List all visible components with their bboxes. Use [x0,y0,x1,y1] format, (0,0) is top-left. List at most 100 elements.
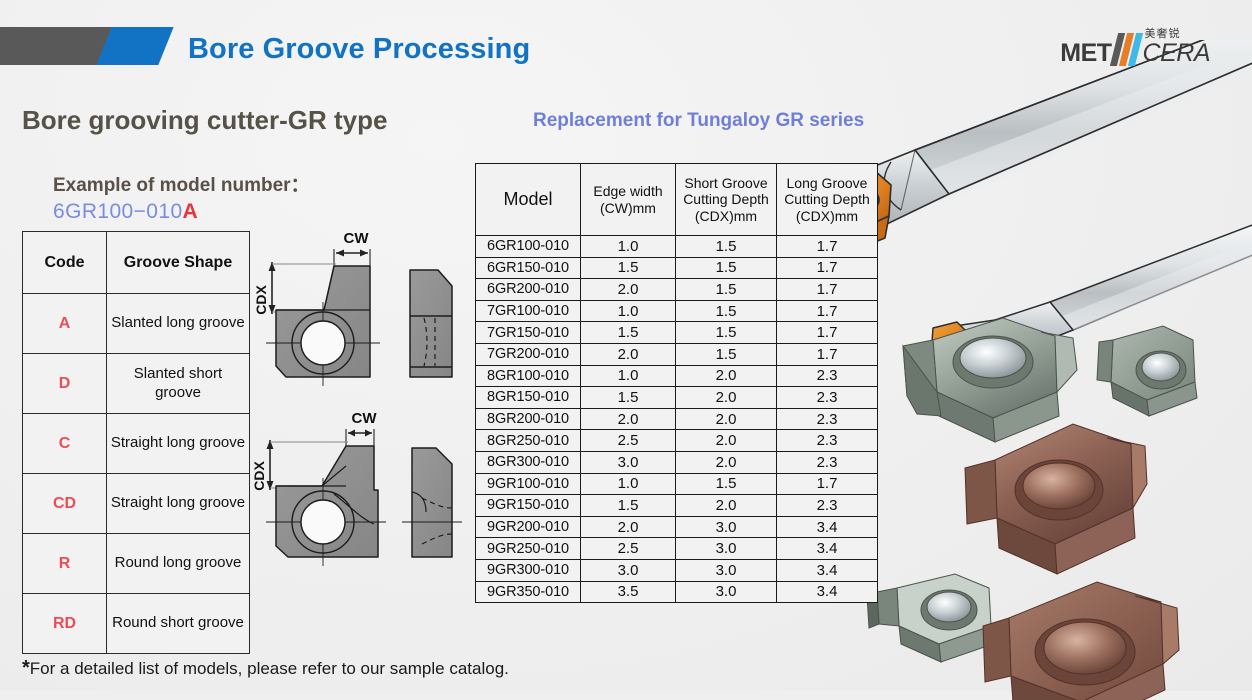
cell-model: 6GR100-010 [475,235,581,258]
cell-model: 7GR100-010 [475,299,581,323]
shape-value: Slanted long groove [106,293,250,354]
cell-long-depth: 3.4 [776,580,878,604]
cell-short-depth: 3.0 [675,537,777,560]
logo-slash-icon [1109,32,1143,66]
code-value: R [22,533,107,594]
code-value: D [22,353,107,414]
cell-short-depth: 1.5 [675,472,777,496]
spec-header-edge-width: Edge width (CW)mm [580,163,676,236]
code-value: CD [22,473,107,534]
cell-short-depth: 1.5 [675,278,777,301]
cell-edge-width: 1.0 [580,472,676,496]
cell-long-depth: 1.7 [776,235,878,258]
shape-value: Round short groove [106,593,250,654]
shape-value: Slanted short groove [106,353,250,414]
section-subtitle: Bore grooving cutter-GR type [22,105,388,135]
cell-model: 8GR150-010 [475,386,581,409]
cell-model: 6GR200-010 [475,278,581,301]
cell-edge-width: 1.0 [580,364,676,388]
code-table-header-code: Code [22,231,107,294]
cell-short-depth: 2.0 [675,494,777,517]
cell-long-depth: 2.3 [776,386,878,409]
cell-long-depth: 1.7 [776,321,878,344]
cell-model: 7GR150-010 [475,321,581,344]
header-line: Cutting Depth [784,191,870,208]
cell-long-depth: 3.4 [776,537,878,560]
cell-short-depth: 2.0 [675,407,777,431]
cell-long-depth: 1.7 [776,256,878,280]
cell-edge-width: 1.0 [580,299,676,323]
insert-steel-lower [866,573,994,663]
table-row: RD Round short groove [22,593,250,654]
spec-header-short-groove: Short Groove Cutting Depth (CDX)mm [675,163,777,236]
cell-short-depth: 3.0 [675,515,777,539]
insert-orange-small [930,321,972,387]
cell-short-depth: 1.5 [675,321,777,344]
header-line: Edge width [593,183,663,200]
cell-edge-width: 2.0 [580,515,676,539]
header-line: (CDX)mm [694,207,758,224]
cell-edge-width: 2.0 [580,407,676,431]
table-header-row: Code Groove Shape [22,231,250,294]
cell-edge-width: 3.5 [580,580,676,604]
header-line: (CW)mm [600,199,656,216]
spec-header-model: Model [475,163,581,236]
cell-edge-width: 3.0 [580,450,676,474]
example-model-suffix: A [182,200,199,223]
cell-model: 9GR150-010 [475,494,581,517]
code-value: A [22,293,107,354]
spec-header-long-groove: Long Groove Cutting Depth (CDX)mm [776,163,878,236]
cell-short-depth: 1.5 [675,256,777,280]
cell-short-depth: 3.0 [675,580,777,604]
cell-long-depth: 1.7 [776,278,878,301]
cell-long-depth: 3.4 [776,558,878,582]
cw-label-1: CW [344,230,370,247]
example-label: Example of model number： [53,175,310,196]
insert-diagram-slanted: CW CDX [253,230,453,386]
cell-edge-width: 2.0 [580,278,676,301]
cell-long-depth: 2.3 [776,407,878,431]
cdx-label-1: CDX [253,285,269,315]
footnote-text: For a detailed list of models, please re… [29,659,509,678]
cell-long-depth: 1.7 [776,299,878,323]
cell-short-depth: 2.0 [675,429,777,452]
insert-steel-small [1096,325,1198,417]
table-row: R Round long groove [22,533,250,594]
cell-long-depth: 2.3 [776,494,878,517]
footnote-asterisk: * [22,657,30,679]
cell-edge-width: 3.0 [580,558,676,582]
boring-bar-small [930,224,1252,387]
table-row: D Slanted short groove [22,353,250,414]
cell-edge-width: 1.5 [580,256,676,280]
cell-short-depth: 2.0 [675,450,777,474]
shape-value: Straight long groove [106,413,250,474]
cell-model: 8GR250-010 [475,429,581,452]
cell-long-depth: 3.4 [776,515,878,539]
cell-model: 8GR100-010 [475,364,581,388]
code-value: C [22,413,107,474]
logo-chinese-text: 美奢锐 [1144,28,1181,40]
code-table-header-shape: Groove Shape [106,231,250,294]
cell-short-depth: 3.0 [675,558,777,582]
cell-long-depth: 2.3 [776,450,878,474]
page-title: Bore Groove Processing [188,33,531,65]
cell-long-depth: 1.7 [776,342,878,366]
cell-edge-width: 2.5 [580,429,676,452]
header-line: Cutting Depth [683,191,769,208]
cell-short-depth: 1.5 [675,342,777,366]
